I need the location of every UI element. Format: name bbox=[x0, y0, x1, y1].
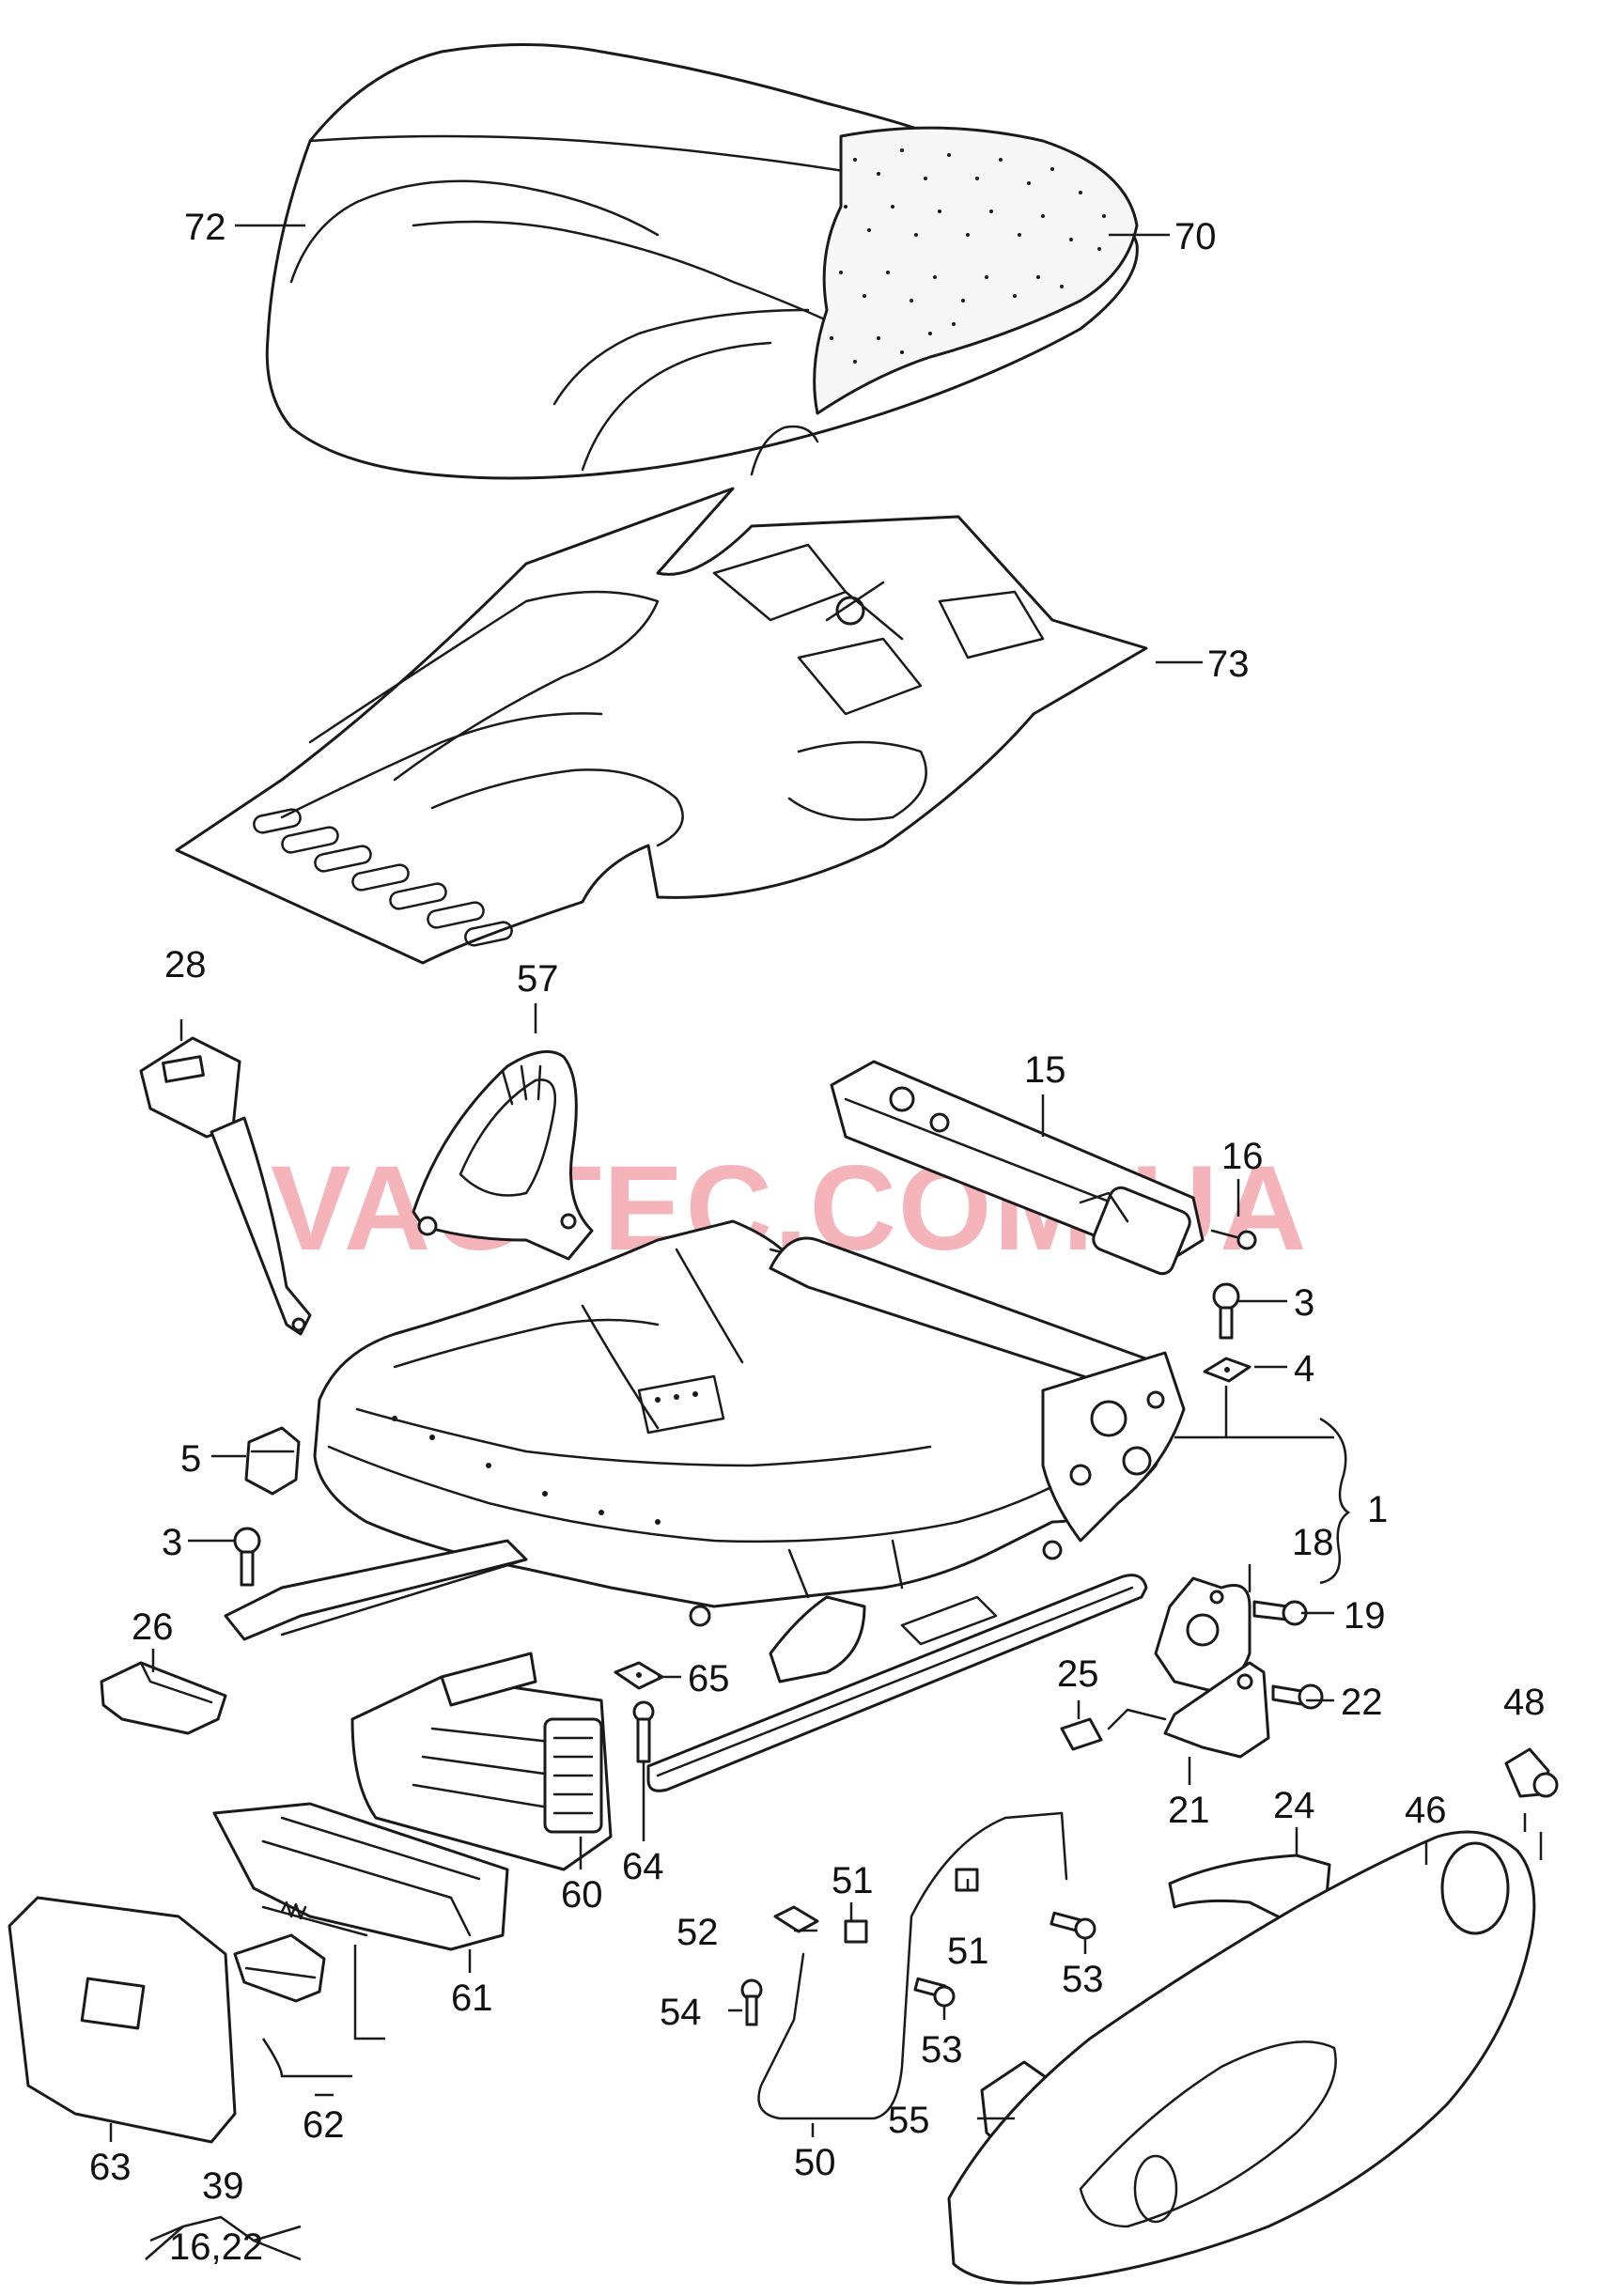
callout-21: 21 bbox=[1168, 1790, 1210, 1831]
spring-cap-62 bbox=[233, 1900, 368, 2003]
storage-tray-61 bbox=[212, 1802, 509, 1951]
callout-73: 73 bbox=[1207, 644, 1250, 685]
callout-18: 18 bbox=[1292, 1522, 1334, 1563]
callout-62: 62 bbox=[303, 2104, 345, 2146]
screw-64 bbox=[632, 1700, 655, 1763]
seat-belt-buckle bbox=[139, 1036, 312, 1336]
bowden-cable-50 bbox=[757, 1811, 1068, 2120]
callout-61: 61 bbox=[451, 1978, 493, 2019]
callout-53-right: 53 bbox=[1062, 1959, 1104, 2000]
connector-5 bbox=[244, 1426, 301, 1496]
screw-53-left bbox=[913, 1977, 956, 2008]
bolt-22 bbox=[1271, 1683, 1324, 1710]
washer-4 bbox=[1203, 1357, 1252, 1383]
callout-39: 39 bbox=[202, 2165, 244, 2207]
washer-65 bbox=[614, 1661, 664, 1690]
callout-1: 1 bbox=[1367, 1489, 1388, 1530]
bolt-16 bbox=[1210, 1229, 1257, 1250]
callout-26: 26 bbox=[132, 1606, 174, 1648]
adjuster-plate bbox=[412, 1049, 594, 1261]
callout-16: 16 bbox=[1221, 1136, 1264, 1177]
side-trim-46 bbox=[947, 1830, 1536, 2285]
callout-52: 52 bbox=[676, 1912, 719, 1953]
callout-25: 25 bbox=[1057, 1653, 1099, 1695]
bolt-3-lower bbox=[233, 1527, 261, 1587]
callout-54: 54 bbox=[660, 1992, 702, 2033]
callout-64: 64 bbox=[622, 1846, 664, 1887]
callout-60: 60 bbox=[561, 1874, 603, 1916]
callout-57: 57 bbox=[517, 958, 559, 1000]
callout-labels: 72 70 73 28 57 15 16 3 4 5 1 3 18 19 26 … bbox=[89, 207, 1546, 2268]
callout-3-lower: 3 bbox=[162, 1522, 182, 1563]
callout-48: 48 bbox=[1503, 1682, 1546, 1723]
screw-54 bbox=[740, 1978, 763, 2026]
callout-50: 50 bbox=[794, 2142, 836, 2183]
callout-46: 46 bbox=[1405, 1790, 1447, 1831]
callout-28: 28 bbox=[164, 944, 207, 985]
bracket-21 bbox=[1107, 1661, 1270, 1759]
callout-53-left: 53 bbox=[921, 2029, 963, 2071]
callout-70: 70 bbox=[1174, 216, 1217, 257]
trim-cap-26 bbox=[100, 1661, 227, 1735]
callout-51-left: 51 bbox=[832, 1860, 874, 1901]
lumbar-support-60 bbox=[350, 1652, 613, 1871]
seat-frame bbox=[224, 1219, 1186, 1792]
callout-65: 65 bbox=[688, 1658, 730, 1699]
callout-15: 15 bbox=[1024, 1049, 1066, 1091]
callout-24: 24 bbox=[1273, 1785, 1315, 1826]
cover-panel-63 bbox=[8, 1896, 237, 2144]
screw-53-right bbox=[1049, 1911, 1096, 1940]
callout-3-upper: 3 bbox=[1294, 1282, 1314, 1324]
adjuster-motor-rail bbox=[830, 1060, 1205, 1276]
callout-51-right: 51 bbox=[947, 1931, 989, 1972]
callout-39-sub: 16,22 bbox=[169, 2226, 263, 2268]
bolt-3-upper bbox=[1212, 1282, 1240, 1340]
callout-19: 19 bbox=[1344, 1595, 1386, 1637]
callout-22: 22 bbox=[1341, 1682, 1383, 1723]
bolt-19 bbox=[1252, 1600, 1308, 1626]
clip-51-left bbox=[844, 1919, 868, 1944]
clip-25 bbox=[1060, 1717, 1103, 1751]
seat-cushion-foam bbox=[813, 126, 1139, 415]
seat-heating-element bbox=[175, 487, 1148, 965]
leader-lines bbox=[109, 224, 1543, 2261]
callout-4: 4 bbox=[1294, 1348, 1314, 1389]
clip-48 bbox=[1504, 1747, 1559, 1798]
callout-63: 63 bbox=[89, 2147, 132, 2188]
callout-5: 5 bbox=[180, 1438, 201, 1480]
nut-52 bbox=[773, 1905, 819, 1933]
callout-72: 72 bbox=[184, 207, 226, 248]
callout-55: 55 bbox=[888, 2100, 930, 2141]
